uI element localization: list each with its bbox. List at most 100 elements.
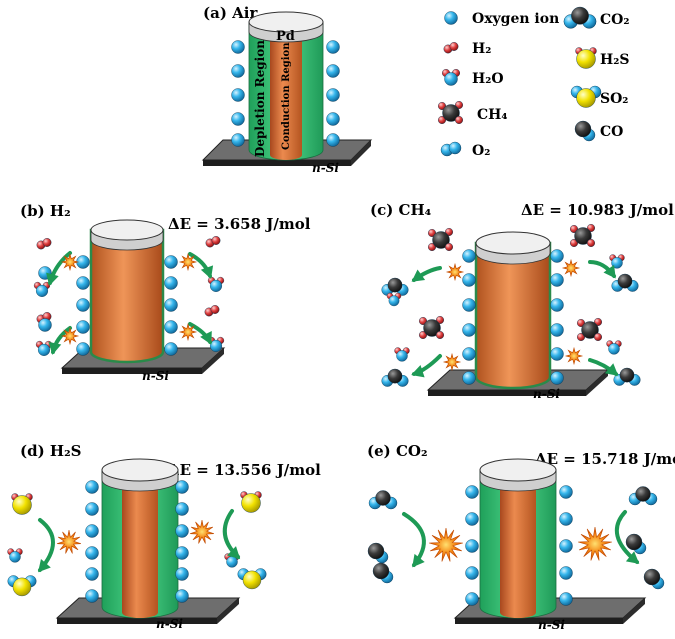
ch4-molecule-icon: [576, 317, 602, 341]
oxygen-ion-icon: [85, 589, 99, 603]
oxygen-ion-icon: [85, 524, 99, 538]
oxygen-ion-icon: [465, 512, 479, 526]
legend-entry: Oxygen ion: [444, 11, 559, 27]
ch4-molecule-icon: [569, 223, 595, 247]
oxygen-ion-icon: [164, 255, 178, 269]
oxygen-ion-icon: [231, 88, 245, 102]
so2-molecule-icon: [570, 85, 602, 108]
oxygen-ion-icon: [559, 512, 573, 526]
h2o-molecule-icon: [609, 254, 625, 269]
oxygen-ion-icon: [326, 133, 340, 147]
co-molecule-icon: [574, 120, 596, 142]
reaction-arrow: [38, 518, 55, 573]
panel-e-co2: (e) CO₂ ΔE = 15.718 J/mol n-Si: [367, 442, 675, 632]
legend-entry: O₂: [440, 141, 490, 159]
oxygen-ion-icon: [559, 485, 573, 499]
oxygen-ion-icon: [462, 298, 476, 312]
oxygen-ion-icon: [164, 276, 178, 290]
co-molecule-icon: [643, 568, 665, 590]
reaction-burst-icon: [60, 326, 80, 346]
legend-label: CH₄: [477, 107, 508, 123]
h2-molecule-icon: [36, 238, 52, 250]
panel-title: (c) CH₄: [370, 201, 432, 219]
substrate-label: n-Si: [156, 617, 183, 631]
legend-label: H₂S: [600, 52, 629, 68]
so2-molecule-icon: [237, 568, 267, 590]
oxygen-ion-icon: [85, 546, 99, 560]
reaction-arrow: [222, 509, 241, 560]
reaction-burst-icon: [178, 252, 198, 272]
legend-entry: CO: [574, 120, 623, 142]
oxygen-ion-icon: [231, 133, 245, 147]
co-molecule-icon: [372, 562, 394, 584]
so2-molecule-icon: [7, 575, 37, 597]
oxygen-ion-icon: [462, 347, 476, 361]
oxygen-ion-icon: [175, 524, 189, 538]
reaction-burst-icon: [429, 527, 463, 562]
panel-title: (b) H₂: [20, 202, 71, 220]
energy-value: ΔE = 15.718 J/mol: [535, 450, 675, 468]
oxygen-ion-icon: [326, 40, 340, 54]
conduction-core: [474, 241, 552, 390]
reaction-burst-icon: [190, 519, 214, 544]
reaction-burst-icon: [57, 529, 81, 554]
legend-entry: SO₂: [570, 85, 628, 108]
energy-value: ΔE = 3.658 J/mol: [168, 215, 311, 233]
legend-label: CO: [600, 124, 623, 140]
h2-molecule-icon: [205, 236, 221, 248]
h2o-molecule-icon: [394, 347, 410, 362]
reaction-burst-icon: [561, 258, 581, 278]
co2-molecule-icon: [611, 273, 639, 292]
oxygen-ion-icon: [559, 539, 573, 553]
panel-title: (a) Air: [203, 4, 258, 22]
panel-title: (d) H₂S: [20, 442, 81, 460]
reaction-arrow: [411, 266, 442, 282]
oxygen-ion-icon: [164, 342, 178, 356]
oxygen-ion-icon: [465, 539, 479, 553]
reaction-burst-icon: [564, 346, 584, 366]
h2o-molecule-icon: [441, 68, 460, 86]
o2-molecule-icon: [440, 141, 462, 157]
legend-entry: CO₂: [563, 6, 629, 29]
co2-molecule-icon: [381, 277, 409, 296]
legend-entry: H₂O: [441, 68, 504, 87]
oxygen-ion-icon: [164, 320, 178, 334]
conduction-core: [500, 476, 536, 618]
oxygen-ion-icon: [85, 502, 99, 516]
oxygen-ion-icon: [85, 567, 99, 581]
oxygen-ion-icon: [465, 566, 479, 580]
co-molecule-icon: [367, 542, 389, 564]
oxygen-ion-icon: [326, 64, 340, 78]
legend-entry: CH₄: [437, 100, 508, 124]
oxygen-ion-icon: [550, 371, 564, 385]
oxygen-ion-icon: [175, 567, 189, 581]
oxygen-ion-icon: [76, 298, 90, 312]
oxygen-ion-icon: [550, 347, 564, 361]
h2o-molecule-icon: [207, 276, 225, 292]
nanowire-pillar: [89, 219, 165, 364]
substrate-label: n-Si: [142, 369, 169, 383]
oxygen-ion-icon: [231, 112, 245, 126]
legend-entry: H₂S: [575, 47, 629, 69]
reaction-burst-icon: [578, 526, 612, 561]
conduction-core: [270, 28, 302, 160]
legend-label: O₂: [472, 143, 490, 159]
legend-label: H₂: [472, 41, 491, 57]
panel-b-h2: (b) H₂ ΔE = 3.658 J/mol n-Si: [20, 202, 311, 383]
oxygen-ion-icon: [462, 273, 476, 287]
legend-label: Oxygen ion: [472, 11, 559, 27]
h2s-molecule-icon: [575, 47, 597, 69]
oxygen-ion-icon: [559, 566, 573, 580]
ch4-molecule-icon: [437, 100, 463, 124]
pd-label: Pd: [276, 29, 295, 44]
panel-title: (e) CO₂: [367, 442, 428, 460]
energy-value: ΔE = 10.983 J/mol: [521, 201, 674, 219]
substrate-label: n-Si: [538, 618, 565, 632]
oxygen-ion-icon: [164, 298, 178, 312]
oxygen-ion-icon: [76, 276, 90, 290]
reaction-arrow: [402, 512, 426, 568]
